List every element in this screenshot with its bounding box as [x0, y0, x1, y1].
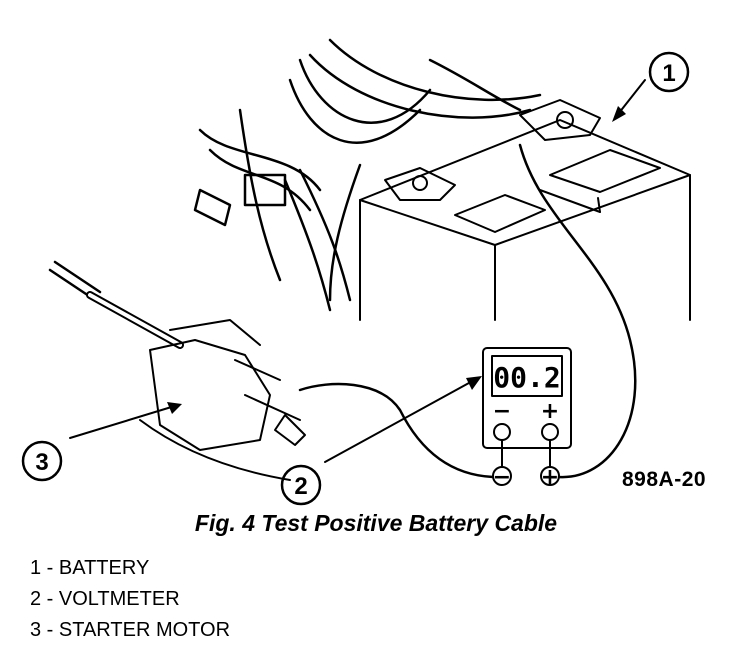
battery-terminal-positive — [519, 99, 601, 141]
voltmeter — [482, 347, 572, 486]
voltmeter-minus-mark: − — [493, 399, 511, 424]
figure-code: 898A-20 — [622, 468, 707, 491]
voltmeter-display: 00.2 — [493, 361, 560, 394]
callout-1-label: 1 — [662, 60, 675, 87]
voltmeter-test-leads — [298, 143, 637, 479]
voltmeter-plus-mark: + — [541, 399, 559, 424]
battery-terminal-negative — [384, 167, 456, 201]
legend-item-battery: 1 - BATTERY — [30, 557, 150, 579]
callout-2-circle — [280, 464, 322, 506]
callout-3-circle — [21, 440, 63, 482]
voltmeter-minus-terminal: − — [493, 465, 511, 490]
legend-item-voltmeter: 2 - VOLTMETER — [30, 588, 180, 610]
voltmeter-plus-terminal: + — [541, 465, 559, 490]
figure-caption: Fig. 4 Test Positive Battery Cable — [194, 510, 558, 536]
starter-motor — [48, 260, 306, 481]
callout-3-label: 3 — [35, 449, 48, 476]
legend: 1 - BATTERY 2 - VOLTMETER 3 - STARTER MO… — [30, 556, 230, 649]
callout-1-circle — [648, 51, 690, 93]
wiring-illustration: 1 2 3 00.2 − + − + — [21, 38, 691, 506]
legend-item-starter-motor: 3 - STARTER MOTOR — [30, 619, 231, 641]
callout-2-label: 2 — [294, 473, 307, 500]
battery — [359, 119, 691, 321]
wiring-harness — [193, 38, 542, 312]
